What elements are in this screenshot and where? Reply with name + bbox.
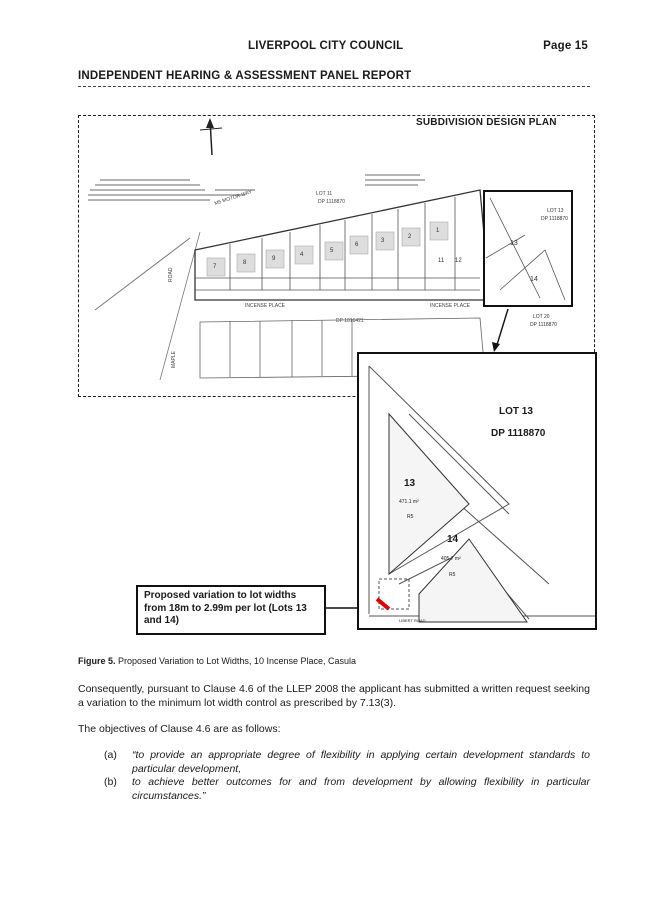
svg-text:5: 5 [330,248,334,254]
svg-text:MAPLE: MAPLE [171,350,177,368]
svg-text:INCENSE PLACE: INCENSE PLACE [430,303,471,309]
caption-label: Figure 5. [78,656,116,666]
page-number: Page 15 [543,40,588,52]
svg-text:12: 12 [455,258,462,264]
svg-text:6: 6 [355,242,359,248]
svg-text:14: 14 [530,276,538,283]
svg-text:2: 2 [408,234,412,240]
list-item-label: (a) [104,749,117,761]
zoom-lot-label: LOT 13 [499,406,533,417]
lot14-number: 14 [447,534,459,545]
svg-text:9: 9 [272,256,276,262]
subdivision-plan-drawing: 7 8 9 4 5 6 3 2 1 11 12 M5 MOTOR WAY INC… [88,118,573,612]
svg-text:LOT 11: LOT 11 [316,191,332,197]
svg-text:7: 7 [213,264,217,270]
list-item: (b) to achieve better outcomes for and f… [78,776,590,803]
caption-text: Proposed Variation to Lot Widths, 10 Inc… [118,656,356,666]
lot13-area: 471.1 m² [399,499,419,505]
zoom-detail-panel: LOT 13 DP 1118870 13 471.1 m² R5 14 405.… [357,352,597,630]
svg-text:13: 13 [510,240,518,247]
lot14-code: R5 [449,572,456,578]
svg-text:M5 MOTOR WAY: M5 MOTOR WAY [214,189,254,207]
paragraph-objectives-intro: The objectives of Clause 4.6 are as foll… [78,723,281,735]
zoom-road-label: LIBERT ROAD [399,618,426,623]
lot13-code: R5 [407,514,414,520]
objectives-list: (a) “to provide an appropriate degree of… [78,749,590,803]
figure-caption: Figure 5. Proposed Variation to Lot Widt… [78,656,356,666]
list-item-text: to achieve better outcomes for and from … [132,776,590,802]
zoom-dp-label: DP 1118870 [491,428,546,439]
list-item: (a) “to provide an appropriate degree of… [78,749,590,776]
variation-callout: Proposed variation to lot widths from 18… [136,585,326,635]
svg-text:1: 1 [436,228,440,234]
lot13-number: 13 [404,478,416,489]
svg-text:DP 1118870: DP 1118870 [318,199,345,205]
council-name: LIVERPOOL CITY COUNCIL [248,40,404,52]
svg-text:DP 1016421: DP 1016421 [336,318,364,324]
header-divider [78,86,590,87]
svg-text:LOT 13: LOT 13 [547,208,564,214]
plan-notes [88,174,425,201]
north-arrow-icon [199,118,223,156]
plan-title: SUBDIVISION DESIGN PLAN [416,117,557,128]
svg-text:8: 8 [243,260,247,266]
svg-text:DP 1118870: DP 1118870 [530,322,557,328]
svg-text:11: 11 [438,258,445,264]
svg-text:INCENSE PLACE: INCENSE PLACE [245,303,286,309]
report-title: INDEPENDENT HEARING & ASSESSMENT PANEL R… [78,70,412,82]
svg-text:LOT 20: LOT 20 [533,314,550,320]
lot14-area: 405.7 m² [441,556,461,562]
svg-text:3: 3 [381,238,385,244]
list-item-text: “to provide an appropriate degree of fle… [132,749,590,775]
zoom-detail-drawing [368,365,595,623]
svg-text:DP 1118870: DP 1118870 [541,216,568,222]
svg-text:4: 4 [300,252,304,258]
paragraph-clause-4-6: Consequently, pursuant to Clause 4.6 of … [78,683,590,709]
list-item-label: (b) [104,776,117,788]
inset-highlight [483,190,573,307]
svg-text:ROAD: ROAD [168,267,174,282]
subdivision-plan-frame [78,115,595,397]
